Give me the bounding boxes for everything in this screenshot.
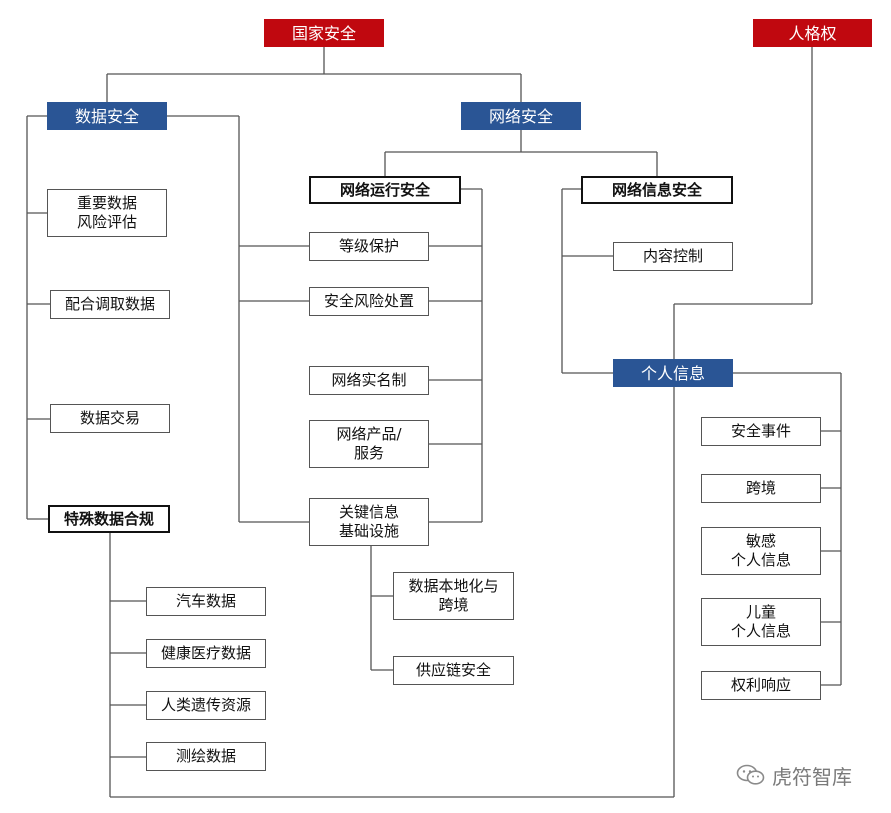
real-name-system-node: 网络实名制 xyxy=(309,366,429,395)
network-security-node: 网络安全 xyxy=(461,102,581,130)
data-security-node: 数据安全 xyxy=(47,102,167,130)
data-trading-node: 数据交易 xyxy=(50,404,170,433)
rights-response-node: 权利响应 xyxy=(701,671,821,700)
sensitive-personal-info-node: 敏感 个人信息 xyxy=(701,527,821,575)
supply-chain-security-node: 供应链安全 xyxy=(393,656,514,685)
special-data-compliance-node: 特殊数据合规 xyxy=(48,505,170,533)
wechat-icon xyxy=(736,764,765,785)
personality-rights-node: 人格权 xyxy=(753,19,872,47)
security-incident-node: 安全事件 xyxy=(701,417,821,446)
data-localization-node: 数据本地化与 跨境 xyxy=(393,572,514,620)
national-security-node: 国家安全 xyxy=(264,19,384,47)
personal-information-node: 个人信息 xyxy=(613,359,733,387)
watermark: 虎符智库 xyxy=(736,760,876,790)
classified-protection-node: 等级保护 xyxy=(309,232,429,261)
important-data-risk-node: 重要数据 风险评估 xyxy=(47,189,167,237)
health-medical-data-node: 健康医疗数据 xyxy=(146,639,266,668)
critical-infrastructure-node: 关键信息 基础设施 xyxy=(309,498,429,546)
network-operation-security-node: 网络运行安全 xyxy=(309,176,461,204)
content-control-node: 内容控制 xyxy=(613,242,733,271)
watermark-text: 虎符智库 xyxy=(772,764,852,789)
children-personal-info-node: 儿童 个人信息 xyxy=(701,598,821,646)
network-products-services-node: 网络产品/ 服务 xyxy=(309,420,429,468)
human-genetic-resources-node: 人类遗传资源 xyxy=(146,691,266,720)
network-information-security-node: 网络信息安全 xyxy=(581,176,733,204)
cross-border-node: 跨境 xyxy=(701,474,821,503)
surveying-mapping-data-node: 测绘数据 xyxy=(146,742,266,771)
cooperate-data-retrieval-node: 配合调取数据 xyxy=(50,290,170,319)
automotive-data-node: 汽车数据 xyxy=(146,587,266,616)
security-risk-handling-node: 安全风险处置 xyxy=(309,287,429,316)
